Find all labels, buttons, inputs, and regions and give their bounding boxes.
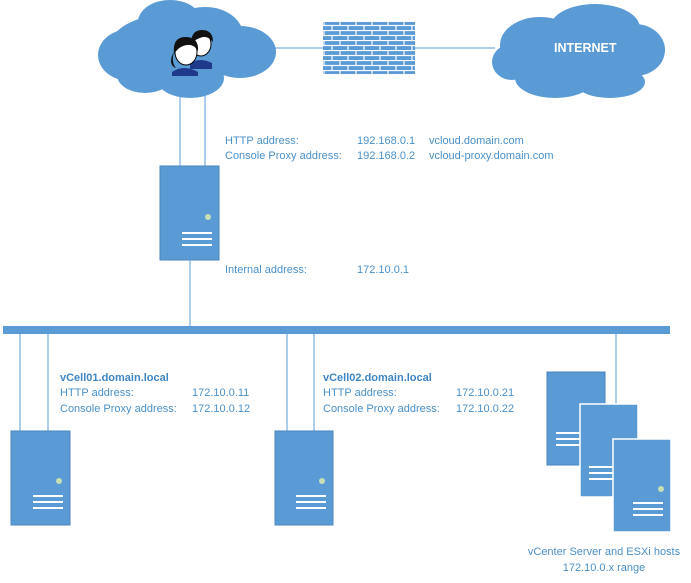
proxy-server	[159, 165, 220, 261]
hosts-caption-line1: vCenter Server and ESXi hosts	[527, 546, 681, 558]
cell1-console-label: Console Proxy address:	[60, 403, 177, 415]
users-icon	[171, 30, 213, 76]
cell2-name: vCell02.domain.local	[323, 372, 432, 384]
proxy-http-ip: 192.168.0.1	[357, 135, 416, 147]
proxy-console-label: Console Proxy address:	[225, 150, 342, 162]
firewall-icon	[323, 22, 415, 74]
cell2-server	[274, 430, 334, 526]
hosts-caption-line2: 172.10.0.x range	[562, 562, 646, 574]
cell1-name: vCell01.domain.local	[60, 372, 169, 384]
cell2-console-ip: 172.10.0.22	[456, 403, 515, 415]
internet-cloud	[492, 4, 665, 98]
cell1-server	[10, 430, 71, 526]
proxy-internal-label: Internal address:	[225, 264, 307, 276]
cell2-http-ip: 172.10.0.21	[456, 387, 515, 399]
internet-label: INTERNET	[554, 41, 617, 55]
cell1-http-label: HTTP address:	[60, 387, 134, 399]
cell1-console-ip: 172.10.0.12	[192, 403, 251, 415]
proxy-console-ip: 192.168.0.2	[357, 150, 416, 162]
hosts-server-3	[589, 438, 672, 533]
cell2-console-label: Console Proxy address:	[323, 403, 440, 415]
proxy-internal-ip: 172.10.0.1	[357, 264, 409, 276]
proxy-http-host: vcloud.domain.com	[429, 135, 524, 147]
network-bus	[3, 326, 670, 334]
cell2-http-label: HTTP address:	[323, 387, 397, 399]
proxy-console-host: vcloud-proxy.domain.com	[429, 150, 554, 162]
cell1-http-ip: 172.10.0.11	[192, 387, 250, 399]
proxy-http-label: HTTP address:	[225, 135, 299, 147]
